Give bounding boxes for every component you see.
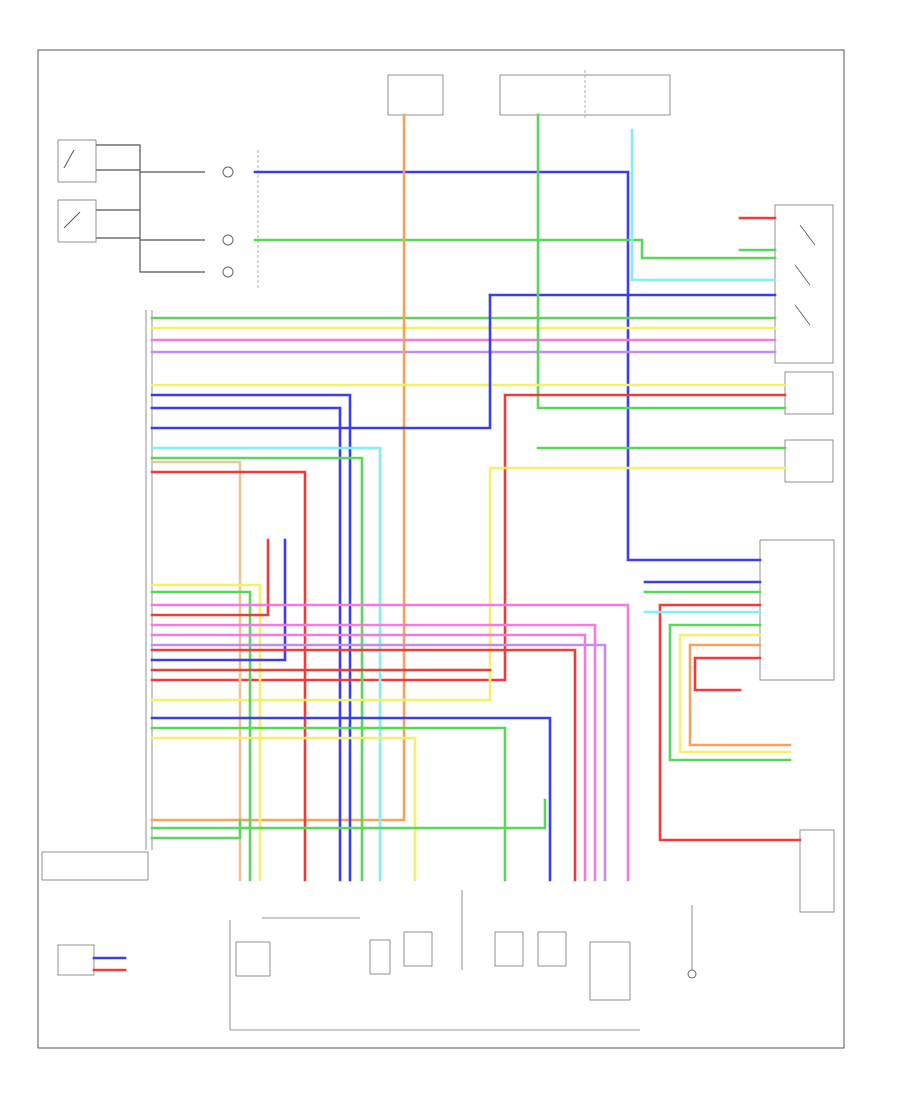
connector-pin (222, 234, 234, 246)
wire-green (150, 590, 252, 882)
wire-pink (150, 633, 587, 882)
wire-pink (150, 603, 630, 882)
transmission-range-switch (774, 204, 834, 364)
data-link-module (57, 944, 127, 976)
ground-symbol (687, 969, 697, 979)
wire-blue (150, 293, 492, 430)
wire-red (150, 470, 307, 882)
wire-tan (150, 460, 242, 882)
wires (150, 113, 802, 882)
data-link-box (57, 944, 95, 976)
wire-blue (150, 406, 342, 882)
switch-box-lower (57, 199, 97, 243)
top-left-switches (57, 139, 259, 290)
range-switch-contact (794, 264, 811, 286)
wire-cyan (150, 446, 382, 882)
wire-yellow (150, 583, 262, 882)
switch-contact-lower (63, 211, 81, 229)
wire-green (536, 113, 787, 410)
wire-green (150, 726, 507, 882)
solenoid-box (494, 931, 524, 967)
wire-blue (253, 170, 762, 562)
speed-sensor-middle-box (784, 439, 834, 483)
solenoid-box (537, 931, 567, 967)
wire-red (150, 648, 577, 882)
wire-red (150, 538, 270, 617)
solenoid-box (403, 931, 433, 967)
range-switch-contact (799, 224, 816, 246)
valve-body-box (589, 941, 631, 1001)
wire-violet (150, 643, 607, 882)
switch-box-upper (57, 139, 97, 183)
range-switch-box (774, 204, 834, 364)
wire-green (150, 818, 242, 840)
tcm-right-connector-box (759, 539, 835, 681)
wire-blue (150, 538, 287, 662)
wire-pink (150, 623, 597, 882)
wire-orange (150, 113, 406, 822)
wire-yellow (150, 736, 417, 882)
shift-selector-box (799, 829, 835, 913)
wire-yellow (678, 633, 792, 754)
connector-pin (222, 166, 234, 178)
wire-cyan (630, 128, 777, 282)
wire-green (253, 238, 777, 260)
wire-red (150, 393, 787, 682)
wire-green (150, 798, 547, 830)
wire-red (693, 656, 762, 692)
wire-blue (150, 716, 552, 882)
connector-pin (222, 266, 234, 278)
top-fuse-boxes (387, 70, 671, 118)
wire-green (668, 623, 792, 762)
speed-sensor-top-box (784, 371, 834, 415)
wire-yellow (150, 466, 787, 702)
switch-contact-upper (63, 149, 75, 169)
wire-orange (688, 643, 792, 747)
gray-wire-harness (96, 144, 205, 273)
wire-green (150, 456, 364, 882)
sensor-box (235, 941, 271, 977)
range-switch-contact (794, 304, 811, 326)
fuse-box-top-left (387, 74, 444, 116)
solenoid-box (369, 939, 391, 975)
diagram-frame (37, 49, 845, 1049)
tcm-label-box (41, 851, 149, 881)
bottom-components (229, 890, 697, 1031)
wire-red (658, 603, 802, 842)
tcm-connector-strip (145, 310, 153, 850)
